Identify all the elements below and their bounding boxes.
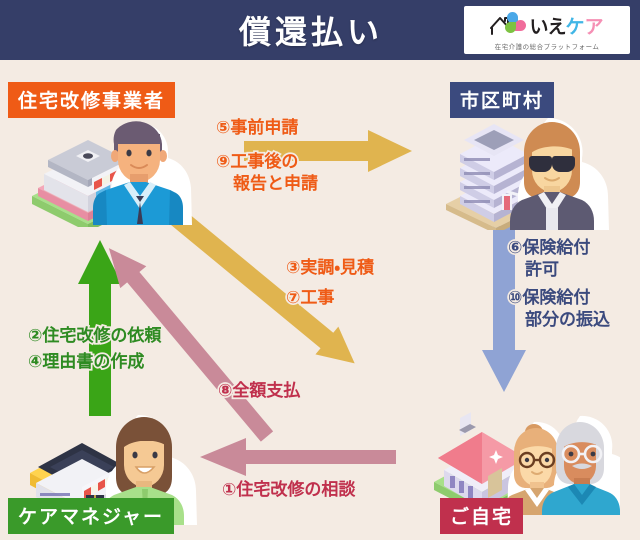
badge-city: 市区町村 [450, 82, 555, 118]
page-title: 償還払い [238, 13, 383, 51]
logo-text-ke: ケ [565, 15, 585, 38]
pink-diagonal-arrow [108, 248, 274, 442]
header-bar: 償還払い いえ ケ ア 在宅 [0, 0, 640, 60]
flow-label-1: ①住宅改修の相談 [220, 478, 357, 501]
petal-blue-icon [507, 12, 519, 23]
gold-diagonal-arrow [168, 208, 355, 364]
badge-contractor: 住宅改修事業者 [8, 82, 176, 118]
gold-right-arrow [244, 130, 412, 172]
logo-text-ie: いえ [529, 15, 566, 38]
petal-pink-icon [515, 20, 527, 31]
logo-text-a: ア [584, 15, 604, 38]
badge-care-manager: ケアマネジャー [8, 498, 175, 534]
flow-label-7: ⑦工事 [284, 286, 336, 309]
green-up-arrow [78, 240, 122, 416]
flow-label-4: ④理由書の作成 [26, 350, 146, 373]
pink-left-arrow [200, 438, 396, 476]
flow-label-6: ⑥保険給付 許可 [506, 236, 592, 281]
logo-main-row: いえ ケ ア [490, 10, 604, 40]
shop-building-with-male-contractor-illustration [32, 121, 192, 227]
logo-tagline: 在宅介護の総合プラットフォーム [494, 43, 600, 51]
care-office-with-female-care-manager-illustration [30, 415, 197, 525]
flow-label-5: ⑤事前申請 [214, 116, 300, 139]
badge-home: ご自宅 [440, 498, 524, 534]
flow-label-10: ⑩保険給付 部分の振込 [506, 286, 612, 331]
flow-label-8: ⑧全額支払 [216, 379, 302, 402]
flow-label-2: ②住宅改修の依頼 [26, 324, 163, 347]
flow-label-9: ⑨工事後の 報告と申請 [214, 150, 320, 195]
blue-down-arrow [482, 226, 526, 392]
house-and-three-petals-logo-icon [490, 11, 527, 39]
iecare-logo: いえ ケ ア 在宅介護の総合プラットフォーム [464, 6, 630, 54]
petal-green-icon [505, 22, 517, 33]
office-tower-with-female-clerk-illustration [446, 117, 609, 230]
logo-wordmark: いえ ケ ア [529, 12, 603, 39]
flow-label-3: ③実調・見積 [284, 256, 376, 279]
